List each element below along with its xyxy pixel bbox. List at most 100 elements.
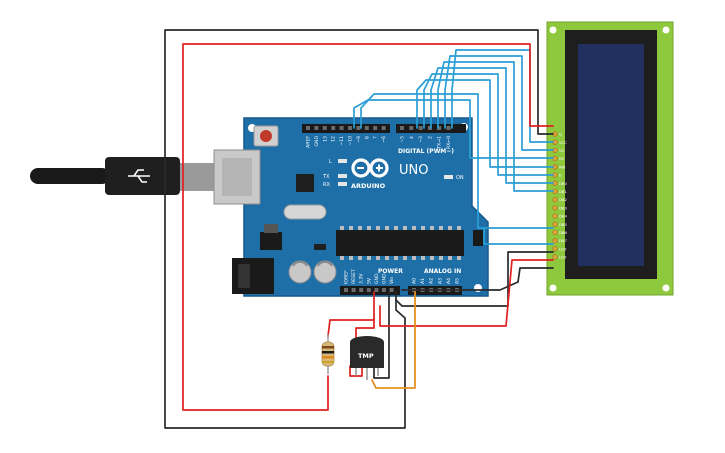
pin-label: 5V [366,277,372,284]
resistor-band [322,351,334,354]
pin-hole[interactable] [322,126,327,130]
lcd-screen [578,44,644,266]
chip-pin [412,256,416,260]
pin-hole[interactable] [356,126,361,130]
pin-hole[interactable] [306,126,310,130]
pin-label: ~11 [339,136,345,146]
pin-label: TX→1 [437,136,443,150]
chip-pin [403,256,407,260]
pin-label: Vin [389,277,395,284]
pin-label: A1 [420,278,426,284]
model-label: UNO [399,163,428,178]
chip-pin [439,226,443,230]
chip-pin [412,226,416,230]
chip-pin [385,226,389,230]
pin-label: A2 [429,278,435,284]
usb-plug-sleeve [180,163,214,191]
lcd-pin[interactable] [552,229,558,236]
wire-gnd-frame [164,29,554,429]
chip-pin [430,226,434,230]
voltage-regulator-tab [264,224,278,233]
led-rx-label: RX [323,182,330,188]
pin-hole[interactable] [348,126,352,130]
pin-label: ~5 [400,136,406,143]
chip-pin [448,226,452,230]
pin-hole[interactable] [382,288,386,292]
lcd-pin-label: LED [559,255,567,260]
pin-hole[interactable] [344,288,348,292]
wire-gnd-sensor [373,291,390,379]
chip-pin [358,226,362,230]
pin-label: 12 [331,136,337,142]
pin-hole[interactable] [374,288,379,292]
reset-button-cap[interactable] [260,130,272,142]
mounting-hole [549,26,557,34]
pin-hole[interactable] [331,126,336,130]
pin-hole[interactable] [339,126,344,130]
lcd-pin[interactable] [552,221,558,227]
pin-hole[interactable] [359,288,364,292]
lcd-pin[interactable] [552,237,558,244]
pin-label: RESET [351,269,357,284]
chip-pin [457,256,461,260]
lcd-pin-label: DB6 [559,230,568,235]
wire-rs [353,99,554,159]
usb-interface-chip [296,174,314,192]
wires [164,29,554,429]
lcd-pin[interactable] [552,196,558,203]
chip-pin [403,226,407,230]
lcd-pin-label: RW [559,164,565,169]
chip-pin [349,226,353,230]
lcd-pin-label: RS [559,156,565,161]
pin-hole[interactable] [409,126,414,130]
arduino-infinity-logo [351,158,389,178]
pin-hole[interactable] [351,288,356,292]
pin-hole[interactable] [381,126,386,130]
chip-pin [340,256,344,260]
pin-label: RX←0 [446,136,452,149]
chip-pin [367,256,371,260]
pin-label: 8 [364,136,370,139]
pin-hole[interactable] [446,126,451,130]
pin-hole[interactable] [364,126,369,130]
lcd-pin-row: GVCCV0RSRWEDB0DB1DB2DB3DB4DB5DB6DB7LEDLE… [552,131,568,260]
chip-pin [376,226,380,230]
lcd-pin[interactable] [552,246,558,252]
resistor-band [322,361,334,363]
wire-e [360,93,554,229]
dc-power-jack-face [238,264,250,288]
pin-hole[interactable] [437,126,442,130]
data-wires [353,49,554,245]
lcd-pin[interactable] [552,205,558,211]
pin-hole[interactable] [400,126,404,130]
mounting-hole [549,284,557,292]
lcd-pin-label: DB5 [559,222,568,227]
lcd-pin[interactable] [552,254,558,260]
wire-vcc-lcd [379,259,554,327]
lcd-module: GVCCV0RSRWEDB0DB1DB2DB3DB4DB5DB6DB7LEDLE… [546,21,674,296]
pin-hole[interactable] [427,126,432,130]
pin-hole[interactable] [314,126,319,130]
wire-db2 [451,49,554,143]
led-l-label: L [329,159,332,165]
lcd-pin-label: DB1 [559,189,568,194]
brand-label: ARDUINO [351,182,386,190]
chip-pin [394,226,398,230]
pin-label: GND [314,136,320,147]
pin-hole[interactable] [373,126,378,130]
sensor-label: TMP [358,352,374,360]
digital-header-label: DIGITAL (PWM~) [398,148,454,155]
pin-hole[interactable] [389,288,394,292]
pin-label: A0 [412,278,418,284]
lcd-pin[interactable] [552,213,558,219]
pin-label: ~3 [418,136,424,143]
lcd-pin-label: DB7 [559,238,568,243]
lcd-pin-label: E [559,173,562,178]
chip-pin [385,256,389,260]
chip-pin [421,256,425,260]
pin-hole[interactable] [418,126,423,130]
pin-hole[interactable] [366,288,371,292]
temperature-sensor: TMP [350,336,384,380]
pin-label: 13 [322,136,328,142]
